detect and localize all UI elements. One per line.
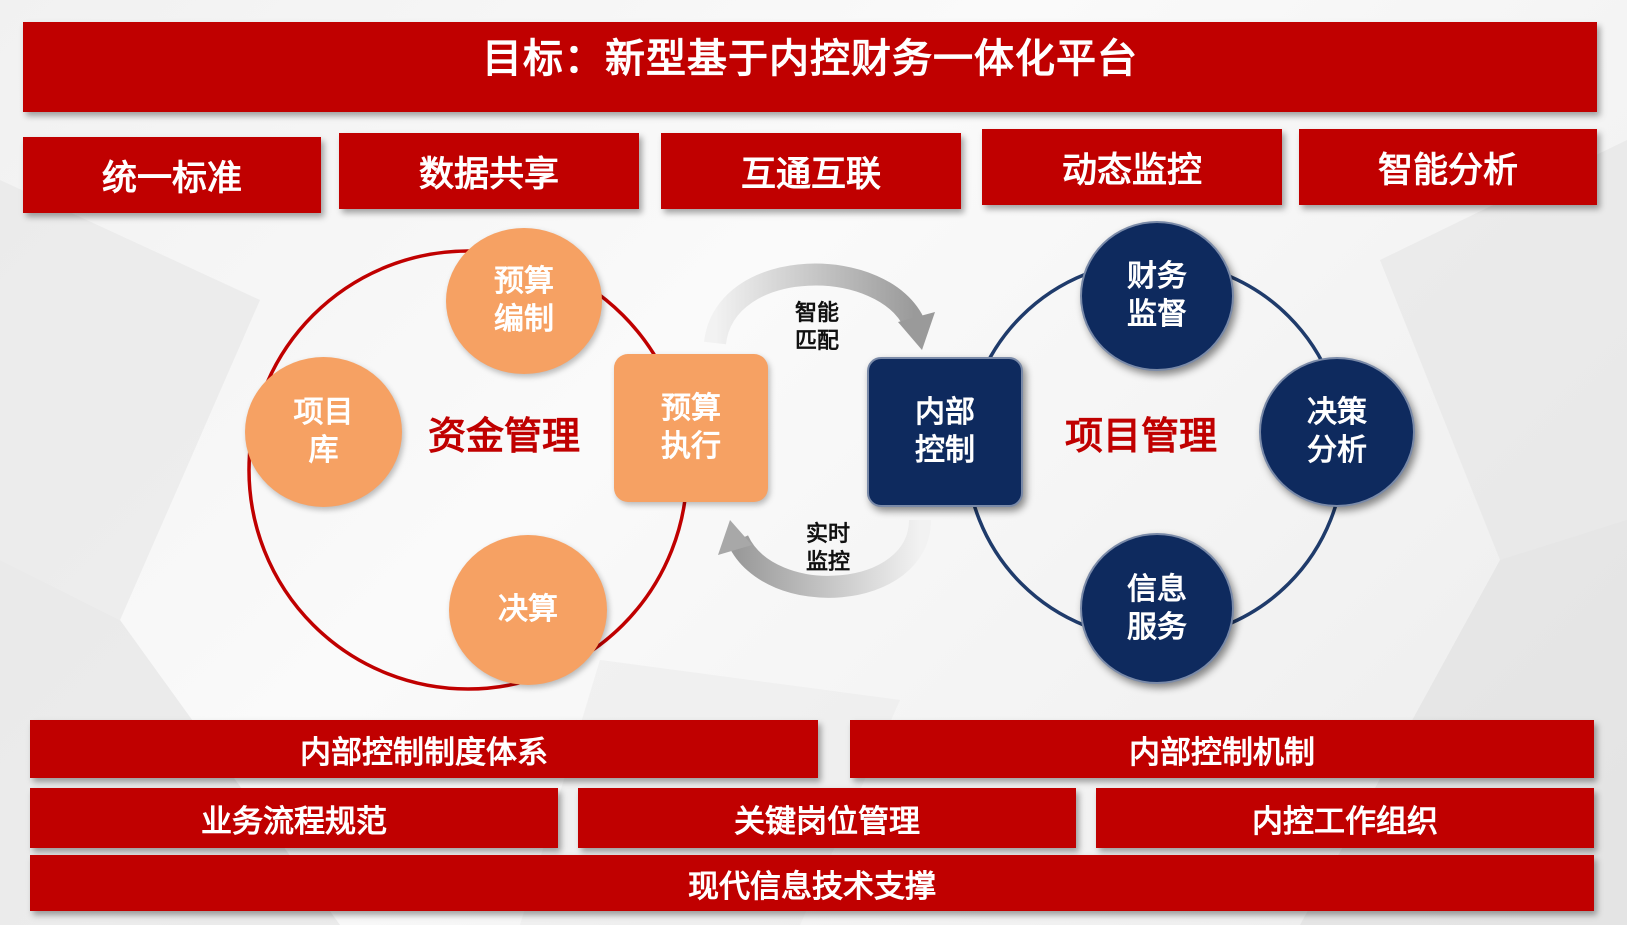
right-cycle-center-label: 项目管理 bbox=[1065, 414, 1218, 458]
pillar-unified-standard: 统一标准 bbox=[23, 137, 321, 213]
node-decision-analysis: 决策 分析 bbox=[1259, 357, 1415, 507]
pillar-label: 统一标准 bbox=[101, 158, 242, 199]
foundation-business-process: 业务流程规范 bbox=[30, 788, 558, 848]
bottom-curved-arrow bbox=[718, 519, 931, 598]
goal-title-bar: 目标：新型基于内控财务一体化平台 bbox=[23, 22, 1597, 112]
goal-title: 目标：新型基于内控财务一体化平台 bbox=[482, 36, 1138, 82]
foundation-control-organization: 内控工作组织 bbox=[1096, 788, 1594, 848]
node-final-accounts: 决算 bbox=[449, 535, 607, 685]
pillar-dynamic-monitoring: 动态监控 bbox=[982, 129, 1282, 205]
left-cycle-center-label: 资金管理 bbox=[428, 414, 581, 458]
pillar-data-sharing: 数据共享 bbox=[339, 133, 639, 209]
node-budget-preparation: 预算 编制 bbox=[446, 228, 602, 374]
label-smart-matching: 智能 匹配 bbox=[794, 301, 839, 354]
top-curved-arrow bbox=[704, 263, 935, 350]
node-financial-supervision: 财务 监督 bbox=[1080, 221, 1234, 371]
foundation-label: 内部控制制度体系 bbox=[300, 734, 548, 771]
node-information-service: 信息 服务 bbox=[1080, 533, 1234, 684]
pillar-label: 互通互联 bbox=[740, 154, 881, 195]
label-realtime-monitoring: 实时 监控 bbox=[805, 522, 850, 575]
foundation-label: 关键岗位管理 bbox=[734, 803, 920, 840]
node-project-library: 项目 库 bbox=[245, 357, 402, 507]
node-internal-control: 内部 控制 bbox=[867, 357, 1023, 507]
foundation-label: 内控工作组织 bbox=[1252, 803, 1438, 840]
foundation-key-positions: 关键岗位管理 bbox=[578, 788, 1076, 848]
pillar-label: 数据共享 bbox=[418, 154, 559, 195]
foundation-label: 内部控制机制 bbox=[1129, 734, 1315, 771]
pillar-interconnection: 互通互联 bbox=[661, 133, 961, 209]
foundation-internal-control-mechanism: 内部控制机制 bbox=[850, 720, 1594, 778]
pillar-label: 智能分析 bbox=[1377, 150, 1518, 191]
foundation-label: 业务流程规范 bbox=[201, 803, 387, 840]
foundation-it-support: 现代信息技术支撑 bbox=[30, 855, 1594, 911]
foundation-label: 现代信息技术支撑 bbox=[688, 868, 936, 905]
pillar-label: 动态监控 bbox=[1061, 150, 1202, 191]
pillar-intelligent-analysis: 智能分析 bbox=[1299, 129, 1597, 205]
foundation-internal-control-system: 内部控制制度体系 bbox=[30, 720, 818, 778]
node-budget-execution: 预算 执行 bbox=[614, 354, 768, 502]
